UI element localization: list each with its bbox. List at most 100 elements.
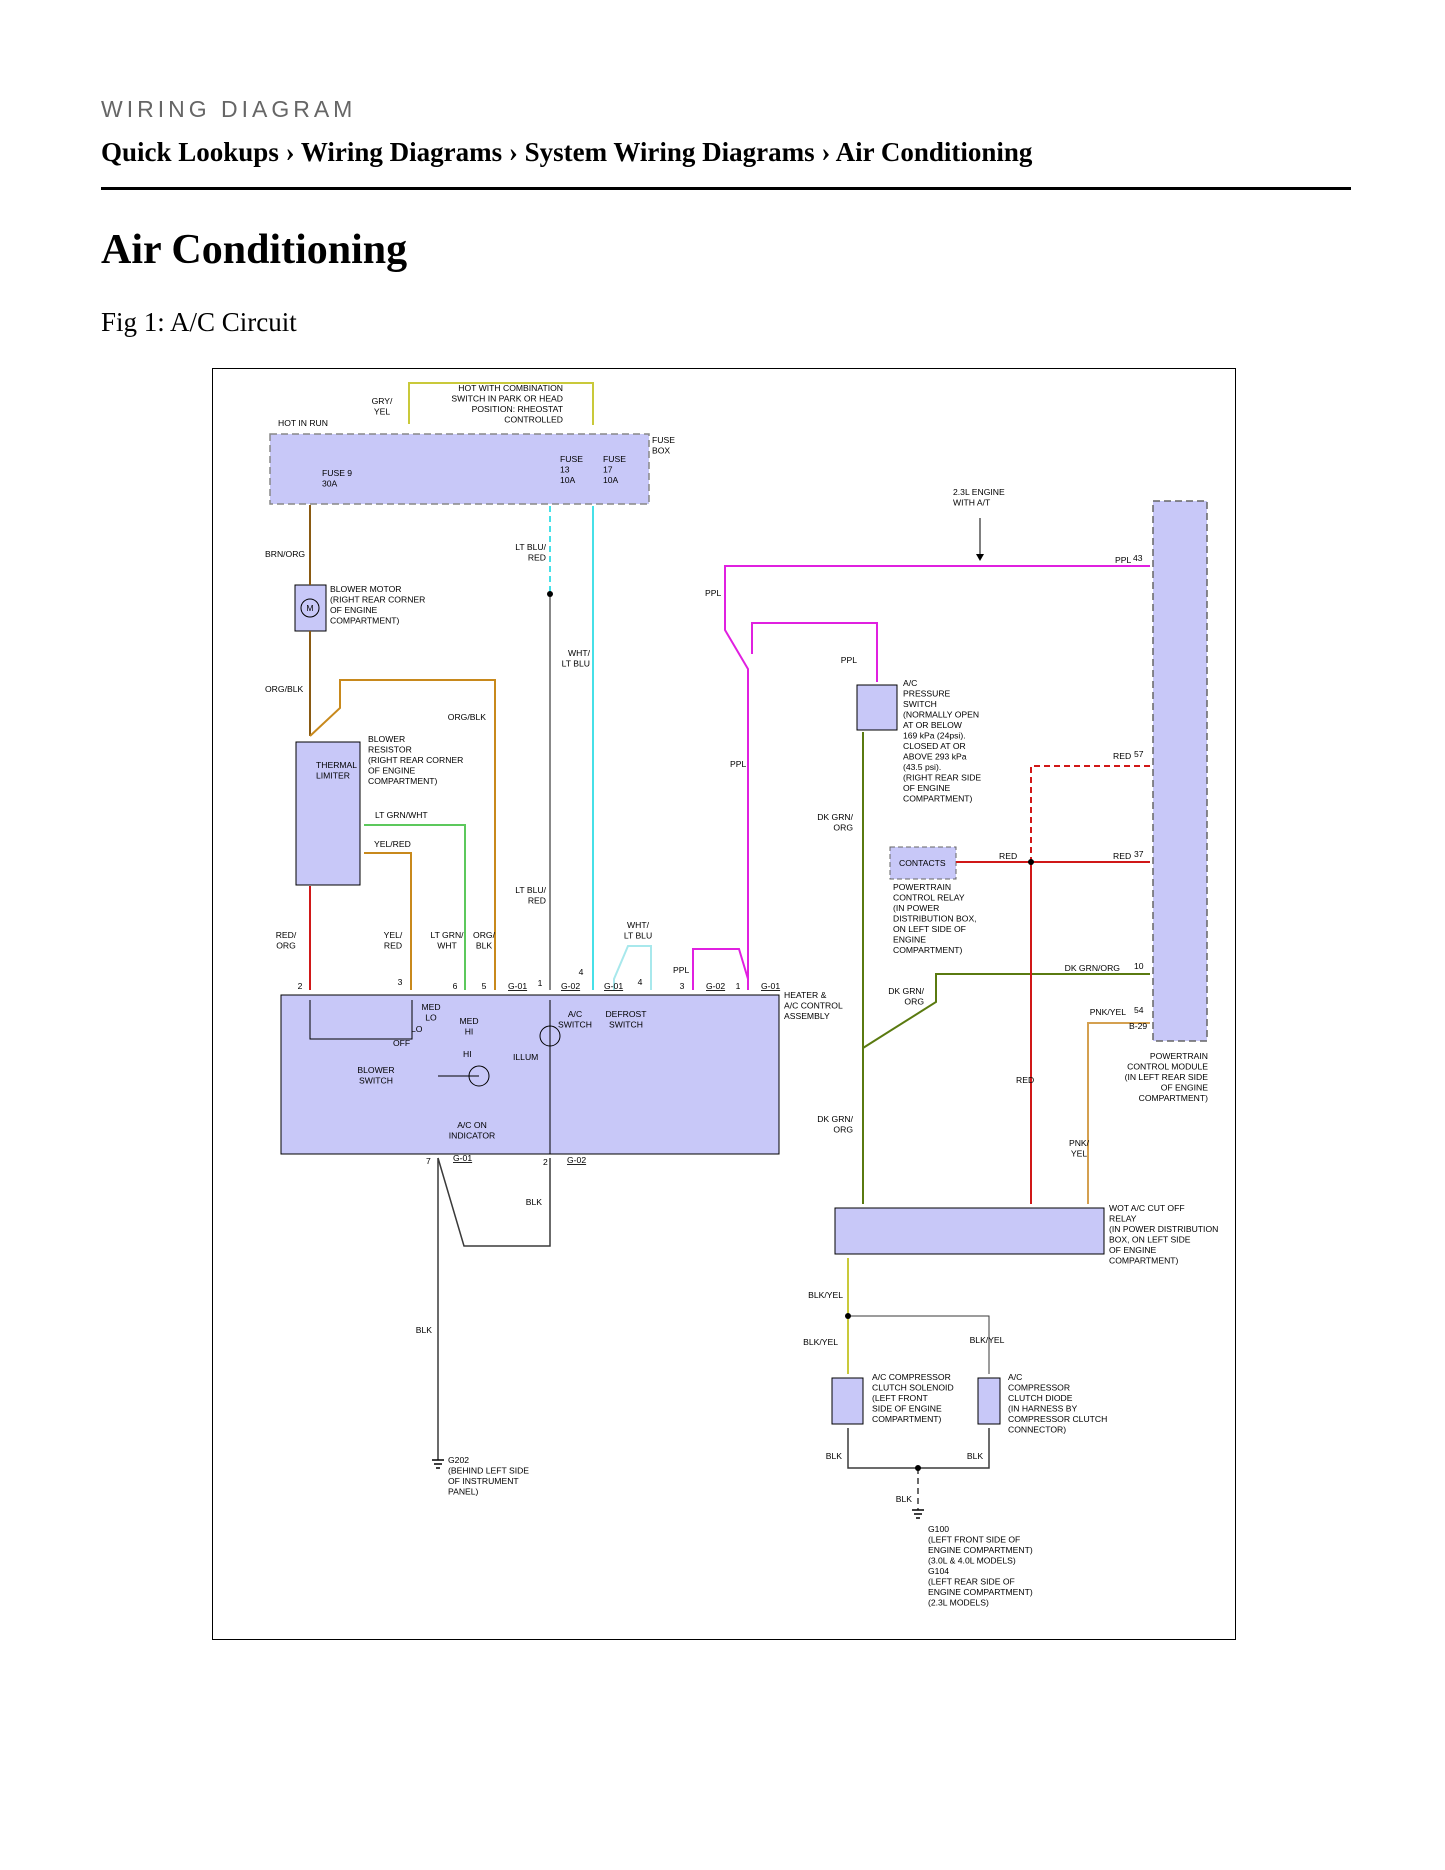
blower-resistor-box [295, 741, 361, 886]
illum-lamp-icon [539, 1025, 561, 1047]
pin-number: 2 [543, 1157, 548, 1167]
label-lt-blu-red-1: LT BLU/RED [515, 542, 546, 563]
g202-ground-icon [432, 1459, 444, 1469]
blower-motor-symbol [300, 598, 320, 618]
connector-id: G-02 [567, 1155, 586, 1165]
label-dk-grn-org-2: DK GRN/ORG [888, 986, 924, 1007]
internal-traces-heater [309, 1000, 413, 1040]
junction-dot [547, 591, 553, 597]
pin-number: 5 [482, 981, 487, 991]
label-lt-grn-wht-1: LT GRN/WHT [375, 810, 428, 820]
label-ppl-left: PPL [705, 588, 721, 598]
label-dk-grn-org-1: DK GRN/ORG [817, 812, 853, 833]
label-yel-red-2: YEL/RED [384, 930, 403, 951]
label-wht-lt-blu-2: WHT/LT BLU [624, 920, 652, 941]
ac-pressure-switch-box [856, 684, 898, 731]
wire-wht-lt-blu-2 [613, 945, 652, 990]
label-off: OFF [393, 1038, 410, 1048]
clutch-solenoid-box [831, 1377, 864, 1425]
wire-ppl-pcm43 [724, 565, 1150, 990]
label-pin-37: 37 [1134, 849, 1144, 859]
wire-ppl-switch [751, 622, 878, 682]
label-pnk-yel-2: PNK/YEL [1069, 1138, 1090, 1159]
wire-lt-grn-wht [364, 824, 466, 990]
label-lo: LO [411, 1024, 423, 1034]
wire-org-blk-2 [309, 679, 496, 990]
figure-caption: Fig 1: A/C Circuit [101, 307, 297, 337]
label-org-blk-1: ORG/BLK [265, 684, 303, 694]
pin-number: 7 [426, 1156, 431, 1166]
label-org-blk-2: ORG/BLK [448, 712, 486, 722]
fuse-box [269, 433, 650, 505]
arrow-head [976, 554, 984, 561]
label-gry-yel: GRY/YEL [372, 396, 393, 417]
label-red-org: RED/ORG [276, 930, 297, 951]
label-red-relay: RED [1016, 1075, 1034, 1085]
wot-relay-box [834, 1207, 1105, 1255]
label-red-pcm57: RED [1113, 751, 1131, 761]
label-ppl-switch: PPL [841, 655, 857, 665]
pin-number: 2 [298, 981, 303, 991]
label-motor-symbol: M [306, 603, 313, 613]
pin-number: 3 [680, 981, 685, 991]
label-illum: ILLUM [513, 1052, 538, 1062]
label-pin-43: 43 [1133, 553, 1143, 563]
label-pnk-yel-pin: PNK/YEL [1090, 1007, 1127, 1017]
label-brn-org: BRN/ORG [265, 549, 305, 559]
connector-id: G-01 [604, 981, 623, 991]
label-red-contacts: RED [999, 851, 1017, 861]
label-ppl-pcm43: PPL [1115, 555, 1131, 565]
label-blk-yel-2: BLK/YEL [803, 1337, 838, 1347]
section-kicker: WIRING DIAGRAM [101, 96, 357, 122]
label-lt-grn-wht-2: LT GRN/WHT [430, 930, 464, 951]
label-dk-grn-org-3: DK GRN/ORG [817, 1114, 853, 1135]
label-ppl-g02: PPL [673, 965, 689, 975]
wire-red-pcm57 [1030, 765, 1150, 862]
label-contacts: CONTACTS [899, 858, 946, 868]
label-hot-in-run: HOT IN RUN [278, 418, 328, 428]
junction-dot [845, 1313, 851, 1319]
label-blk-3: BLK [826, 1451, 843, 1461]
label-blk-4: BLK [967, 1451, 984, 1461]
pin-number: 1 [538, 978, 543, 988]
pcm-box [1152, 500, 1208, 1042]
connector-id: G-01 [453, 1153, 472, 1163]
label-blk-yel-3: BLK/YEL [970, 1335, 1005, 1345]
connector-id: G-01 [761, 981, 780, 991]
wire-blk-yel-diode [848, 1315, 990, 1374]
label-pin-57: 57 [1134, 749, 1144, 759]
label-pin-54: 54 [1134, 1005, 1144, 1015]
label-hi: HI [463, 1049, 472, 1059]
connector-id: G-02 [561, 981, 580, 991]
wire-blk-loop [437, 1157, 551, 1247]
wire-ppl-g02 [692, 948, 749, 990]
junction-dot [915, 1465, 921, 1471]
header-rule [101, 187, 1351, 190]
clutch-diode-box [977, 1377, 1001, 1425]
label-b29: B-29 [1129, 1021, 1147, 1031]
wire-yel-red [364, 852, 412, 990]
